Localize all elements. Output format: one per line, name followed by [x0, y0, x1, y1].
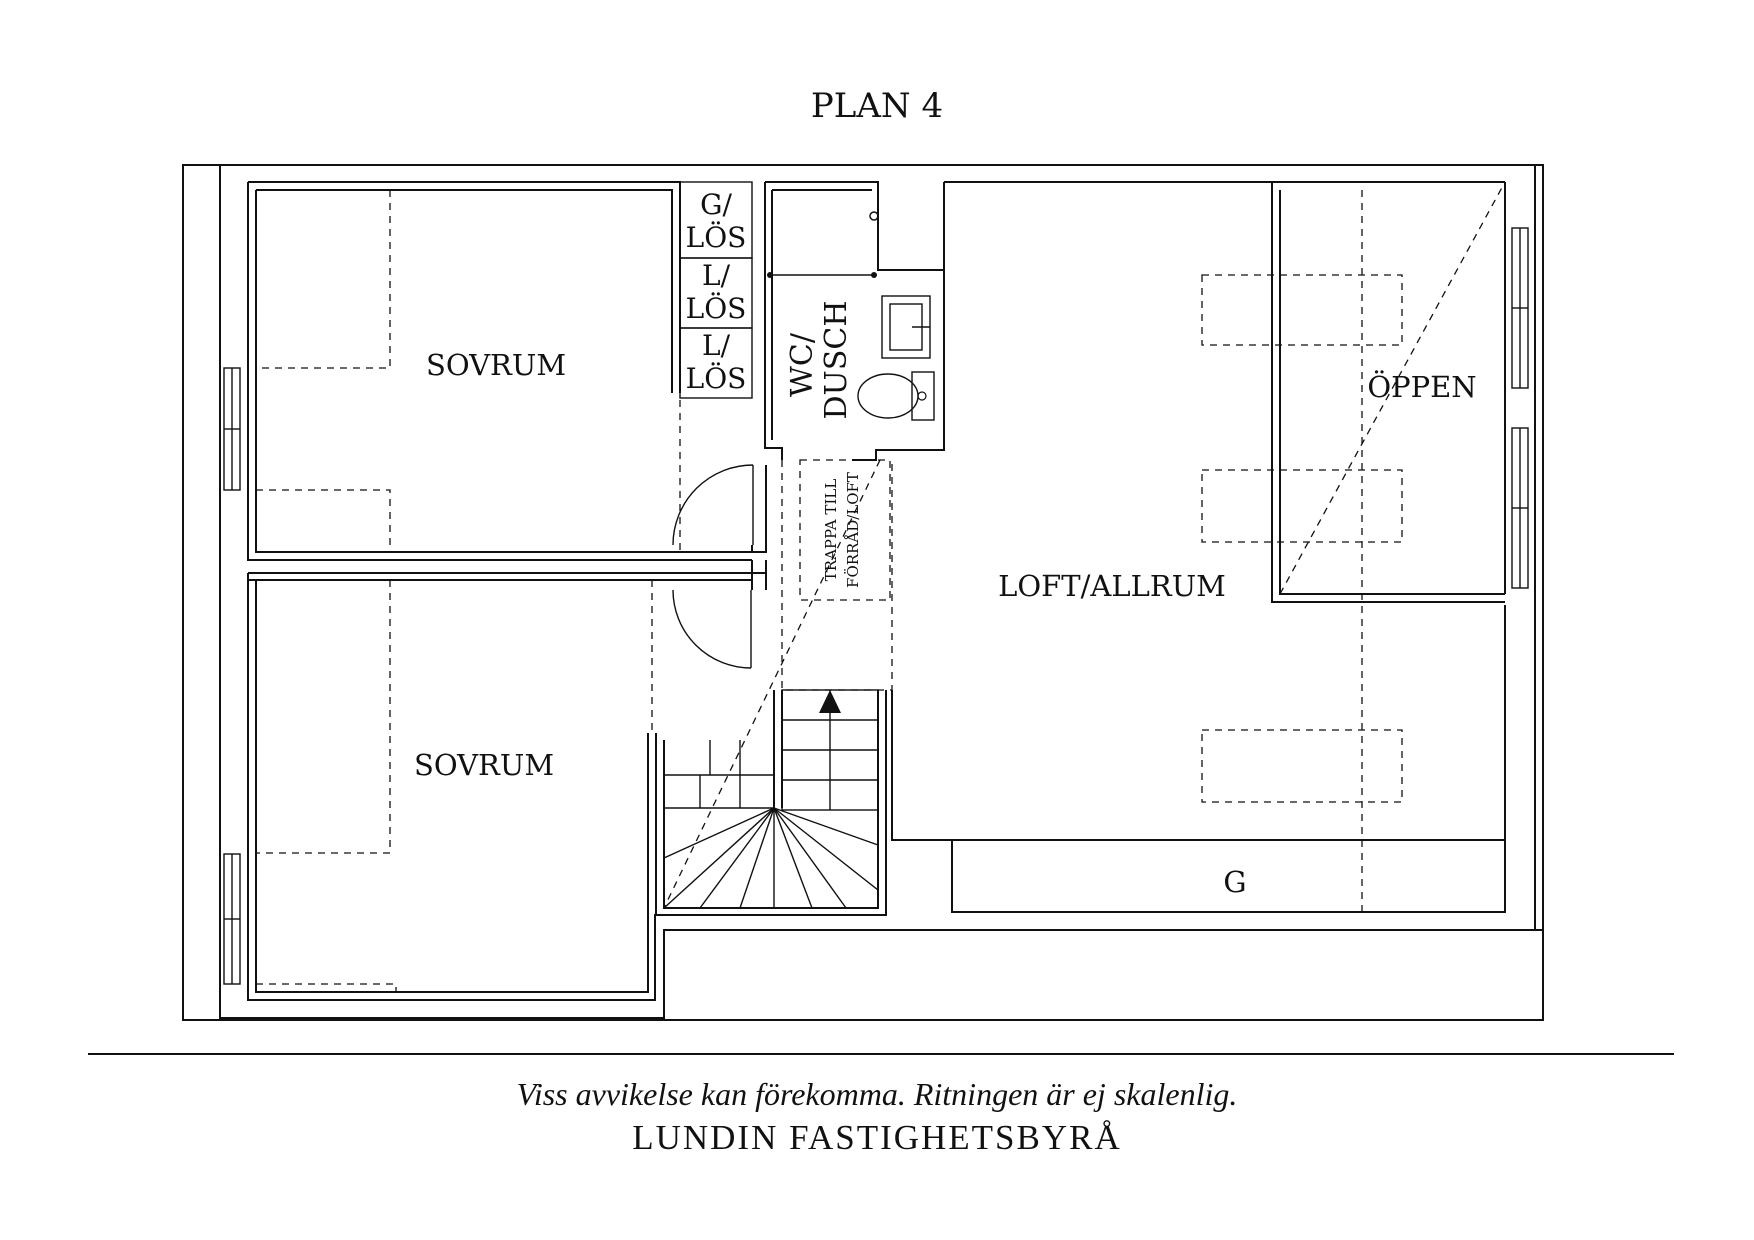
window-left-upper — [223, 367, 241, 491]
main-staircase — [655, 459, 887, 916]
outer-wall-left-block — [182, 164, 1544, 1021]
storage-label: G — [1223, 865, 1246, 899]
outer-wall-inner-line — [219, 165, 1543, 1019]
loft-area — [891, 181, 1506, 913]
closet-1-label-line1: G/ — [700, 188, 732, 221]
stair-to-storage-label-1: TRAPPA TILL — [822, 479, 840, 581]
loft-label: LOFT/ALLRUM — [998, 569, 1226, 603]
closet-1-label-line2: LÖS — [686, 220, 747, 254]
closet-2-label-line2: LÖS — [686, 291, 747, 325]
bathroom-toilet — [857, 371, 935, 421]
plan-title: PLAN 4 — [811, 86, 943, 126]
bathroom — [764, 181, 945, 461]
window-right-lower — [1511, 427, 1529, 589]
bedroom-bottom — [247, 572, 752, 1001]
closet-3-label-line1: L/ — [702, 329, 731, 362]
stair-to-storage-label-2: FÖRRÅD/LOFT — [844, 472, 862, 588]
hall-doors — [672, 464, 767, 669]
closet-3-label-line2: LÖS — [686, 361, 747, 395]
bedroom-top-label: SOVRUM — [426, 348, 566, 382]
ceiling-slope-lines — [1201, 190, 1403, 912]
open-area — [1271, 181, 1506, 603]
bathroom-label-line1: WC/ — [785, 332, 820, 397]
bathroom-label-line2: DUSCH — [819, 300, 854, 419]
open-area-label: ÖPPEN — [1367, 369, 1476, 404]
closet-2-label-line1: L/ — [702, 259, 731, 292]
agency-name: LUNDIN FASTIGHETSBYRÅ — [632, 1118, 1122, 1157]
closets — [679, 181, 753, 399]
bedroom-bottom-label: SOVRUM — [414, 748, 554, 782]
window-right-upper — [1511, 227, 1529, 389]
outer-walls — [182, 164, 1544, 1021]
stair-to-storage: TRAPPA TILL FÖRRÅD/LOFT — [781, 459, 893, 691]
window-left-lower — [223, 853, 241, 985]
bathroom-sink — [881, 295, 931, 359]
disclaimer-text: Viss avvikelse kan förekomma. Ritningen … — [516, 1076, 1238, 1112]
